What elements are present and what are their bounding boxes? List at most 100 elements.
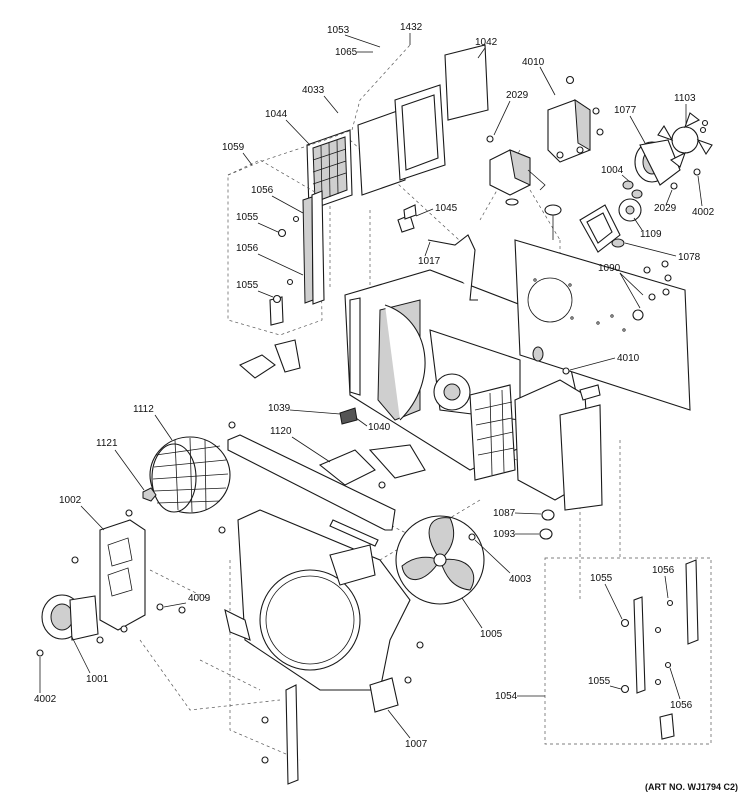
callout-1004: 1004 [601, 165, 631, 183]
svg-text:1053: 1053 [327, 25, 350, 36]
callout-1077: 1077 [614, 105, 646, 144]
svg-text:2029: 2029 [506, 90, 529, 101]
svg-text:1044: 1044 [265, 109, 288, 120]
svg-text:1093: 1093 [493, 529, 516, 540]
callout-1053: 1053 [327, 25, 381, 48]
callout-1017: 1017 [418, 241, 441, 267]
svg-text:1054: 1054 [495, 691, 518, 702]
svg-text:4010: 4010 [617, 353, 640, 364]
callout-1005: 1005 [461, 597, 503, 640]
svg-text:1004: 1004 [601, 165, 624, 176]
callout-1056-mid: 1056 [236, 243, 304, 276]
callout-1090: 1090 [598, 263, 644, 309]
callout-1078: 1078 [624, 242, 701, 263]
cap-1087 [541, 509, 555, 521]
damper-knob [544, 204, 562, 240]
relay-4010 [547, 75, 604, 163]
svg-text:1055: 1055 [588, 676, 611, 687]
callout-4033: 4033 [302, 85, 339, 114]
svg-text:1040: 1040 [368, 422, 391, 433]
svg-text:1112: 1112 [133, 404, 154, 415]
cap-1093 [539, 528, 553, 540]
callout-4002-top: 4002 [692, 175, 715, 218]
callout-1055-d: 1055 [588, 676, 622, 690]
fan-blade-1005 [395, 515, 485, 605]
screws-1090 [643, 260, 672, 301]
screws-shroud [178, 421, 424, 764]
callout-1056-c: 1056 [652, 565, 675, 599]
screws-4002-1001 [36, 556, 164, 657]
callout-4003: 4003 [474, 539, 532, 585]
callout-1055-a: 1055 [236, 212, 279, 233]
callout-1103: 1103 [674, 93, 696, 125]
small-parts-4010 [532, 346, 601, 401]
svg-text:1059: 1059 [222, 142, 245, 153]
motor-1001 [41, 594, 99, 641]
bushings-1004 [622, 180, 643, 199]
callout-1065: 1065 [335, 47, 373, 58]
svg-text:4033: 4033 [302, 85, 325, 96]
mount-1120 [318, 444, 426, 486]
callout-1056-top: 1056 [251, 185, 304, 214]
callout-1093: 1093 [493, 529, 539, 540]
callout-1055-b: 1055 [236, 280, 274, 298]
filter-1042 [444, 44, 489, 121]
bracket-clips [238, 339, 301, 379]
callout-2029-top: 2029 [493, 90, 529, 136]
filter-panel-1059-outline [227, 44, 411, 176]
callout-1045: 1045 [415, 203, 458, 217]
rail-1040 [227, 434, 396, 547]
svg-text:1002: 1002 [59, 495, 82, 506]
svg-text:1056: 1056 [251, 185, 274, 196]
callout-1059: 1059 [222, 142, 253, 166]
svg-text:1039: 1039 [268, 403, 291, 414]
callout-4010-top: 4010 [522, 57, 556, 96]
screws-1055 [272, 215, 300, 304]
callout-1112: 1112 [133, 404, 173, 441]
fan-1103 [657, 112, 713, 168]
callout-4010-mid: 4010 [569, 353, 640, 371]
callout-1432: 1432 [400, 22, 423, 45]
callout-1087: 1087 [493, 508, 542, 519]
svg-text:1056: 1056 [652, 565, 675, 576]
svg-text:1056: 1056 [236, 243, 259, 254]
clip-1039 [339, 407, 358, 425]
side-strip [285, 684, 299, 785]
callout-1039: 1039 [268, 403, 341, 415]
svg-text:1007: 1007 [405, 739, 428, 750]
svg-text:4002: 4002 [692, 207, 715, 218]
motor-1077 [634, 139, 681, 186]
svg-text:1056: 1056 [670, 700, 693, 711]
svg-text:1078: 1078 [678, 252, 701, 263]
svg-text:4003: 4003 [509, 574, 532, 585]
screws-4002-2029 [670, 168, 701, 190]
svg-text:1077: 1077 [614, 105, 637, 116]
callout-4002-bottom: 4002 [34, 657, 57, 705]
svg-text:1432: 1432 [400, 22, 423, 33]
tubing-1017 [397, 204, 478, 301]
side-panel-1059 [227, 159, 325, 336]
svg-text:1005: 1005 [480, 629, 503, 640]
motor-bracket-1002 [99, 509, 146, 633]
callout-1109: 1109 [633, 217, 662, 240]
svg-text:1055: 1055 [590, 573, 613, 584]
svg-text:2029: 2029 [654, 203, 677, 214]
thermostat-2029 [486, 135, 546, 206]
callout-1055-c: 1055 [590, 573, 623, 620]
callout-1054: 1054 [495, 691, 545, 702]
callout-1056-d: 1056 [669, 667, 693, 711]
callout-1007: 1007 [387, 709, 428, 750]
svg-text:1087: 1087 [493, 508, 516, 519]
callout-1121: 1121 [96, 438, 145, 491]
svg-text:1042: 1042 [475, 37, 498, 48]
callout-labels: 1053 1432 1065 1042 4010 4033 2029 1077 … [34, 22, 715, 750]
svg-text:1121: 1121 [96, 438, 118, 449]
callout-2029-mid: 2029 [654, 189, 677, 214]
switch-1109 [611, 198, 642, 248]
svg-text:1017: 1017 [418, 256, 441, 267]
callout-1001: 1001 [71, 636, 109, 685]
svg-text:1090: 1090 [598, 263, 621, 274]
callout-1120: 1120 [270, 426, 331, 463]
callout-1002: 1002 [59, 495, 105, 531]
